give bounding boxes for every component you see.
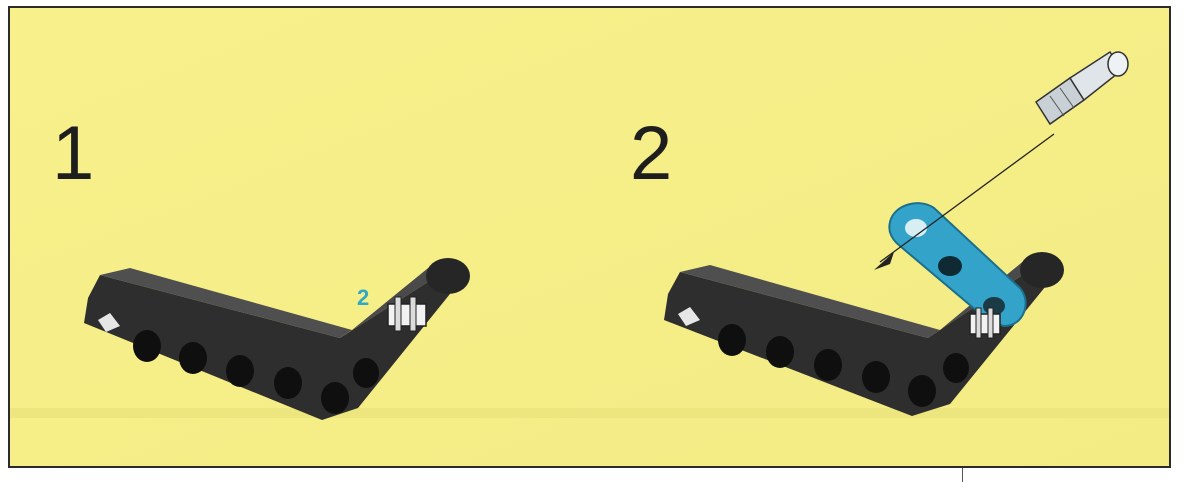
page-tick-mark [962,468,963,482]
step1-part-count-label: 2 [357,287,369,309]
instruction-artwork [10,8,1171,468]
step2-number: 2 [630,116,672,192]
panel-background [10,8,1171,468]
step1-number: 1 [52,116,94,192]
instruction-panel: 1 2 2 [8,6,1171,468]
